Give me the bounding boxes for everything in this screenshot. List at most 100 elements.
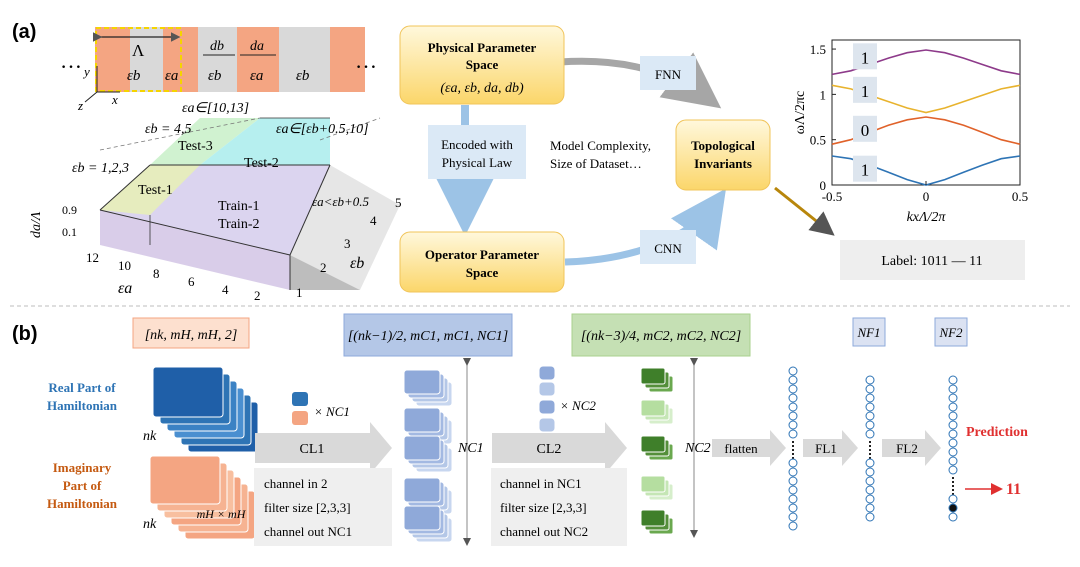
shape-in-box (132, 317, 250, 349)
imag-part-line-2: Part of (63, 478, 102, 493)
cl1-param-1: filter size [2,3,3] (264, 500, 351, 515)
encode-line-2: Physical Law (442, 155, 513, 170)
db-label: db (210, 39, 224, 54)
cl2-kernel (538, 417, 556, 433)
eb-axis-ticks: 1 2 3 4 5 (296, 195, 402, 300)
neuron (788, 503, 798, 513)
neuron (788, 411, 798, 421)
eb-tick-3: 3 (344, 236, 351, 251)
y-tick-label: 1.5 (810, 42, 826, 57)
cl2-feature-map (640, 435, 666, 453)
encode-line-1: Encoded with (441, 137, 513, 152)
prediction-value: 11 (1006, 481, 1021, 498)
neuron (788, 458, 798, 468)
nc1-label: NC1 (457, 441, 484, 456)
ea-tick-2: 2 (254, 288, 261, 303)
cl2-param-0: channel in NC1 (500, 476, 582, 491)
panel-a-tag: (a) (12, 21, 36, 43)
physical-space-line-1: Physical Parameter (428, 40, 537, 55)
band-label: 1 (861, 82, 870, 101)
cl2-feature-map (640, 367, 666, 385)
operator-space-line-2: Space (466, 265, 499, 280)
nc2-label: NC2 (684, 441, 711, 456)
label-arrow (774, 186, 835, 236)
chart-xlabel: kxΛ/2π (907, 210, 947, 225)
neuron (865, 411, 875, 421)
shape-cl2-box (571, 313, 751, 357)
neuron (788, 512, 798, 522)
neuron (865, 458, 875, 468)
lambda-label: Λ (132, 41, 145, 60)
neuron (788, 485, 798, 495)
fnn-box (640, 56, 696, 90)
eb-axis-label: εb (350, 255, 364, 272)
x-tick-label: 0 (923, 189, 930, 204)
cnn-label: CNN (654, 241, 682, 256)
lattice-strip (92, 27, 365, 92)
nf2-label: NF2 (938, 325, 963, 340)
imag-part-line-1: Imaginary (53, 460, 112, 475)
kernel-blue (292, 392, 308, 406)
cl1-feature-map (403, 505, 441, 531)
cl2-params-box (491, 468, 627, 546)
neuron (948, 465, 958, 475)
ellipsis-left: … (60, 48, 82, 73)
da-tick-0: 0.9 (62, 203, 77, 217)
imag-layer (149, 455, 221, 505)
shape-cl2-label: [(nk−3)/4, mC2, mC2, NC2] (581, 329, 741, 344)
neuron (865, 420, 875, 430)
eps-b-cell-3: εb (296, 68, 310, 84)
cl2-kernel (538, 365, 556, 381)
physical-space-line-2: Space (466, 57, 499, 72)
real-layer (152, 366, 224, 418)
ea-tick-10: 10 (118, 258, 131, 273)
cl2-kernel-stack (538, 365, 556, 433)
nk-imag-label: nk (143, 517, 157, 532)
cl1-param-2: channel out NC1 (264, 524, 352, 539)
shape-in-label: [nk, mH, mH, 2] (145, 328, 238, 343)
neuron (948, 411, 958, 421)
band-label-box (853, 155, 877, 182)
flatten-arrow (712, 430, 786, 466)
y-tick-label: 0.5 (810, 133, 826, 148)
ea-tick-4: 4 (222, 282, 229, 297)
neuron (788, 476, 798, 486)
times-nc2: × NC2 (560, 398, 596, 413)
nk-real-label: nk (143, 429, 157, 444)
eb-tick-2: 2 (320, 260, 327, 275)
cl2-param-2: channel out NC2 (500, 524, 588, 539)
real-input-stack (152, 366, 259, 453)
neuron (865, 485, 875, 495)
da-axis-label: da/Λ (29, 211, 44, 238)
neuron (948, 503, 958, 513)
fl2-label: FL2 (896, 441, 918, 456)
imag-part-line-3: Hamiltonian (47, 496, 118, 511)
shape-cl1-label: [(nk−1)/2, mC1, mC1, NC1] (348, 329, 508, 344)
neuron (865, 512, 875, 522)
neuron (865, 467, 875, 477)
real-part-line-2: Hamiltonian (47, 398, 118, 413)
neuron (948, 438, 958, 448)
ellipsis-right: … (355, 48, 377, 73)
cl1-params-box (254, 468, 392, 546)
eps-b-45: εb = 4,5 (145, 122, 191, 137)
ea-axis-ticks: 12 10 8 6 4 2 (86, 250, 261, 303)
ea-tick-12: 12 (86, 250, 99, 265)
train-2-label: Train-2 (218, 217, 260, 232)
axis-z-label: z (77, 98, 83, 113)
cl2-feature-map (640, 509, 666, 527)
eps-b-cell-1: εb (127, 68, 141, 84)
train-1-label: Train-1 (218, 199, 260, 214)
eps-a-range-1: εa∈[10,13] (182, 101, 249, 116)
y-tick-label: 0 (820, 178, 827, 193)
cl1-feature-map (403, 369, 441, 395)
label-box (840, 240, 1025, 280)
neuron (948, 447, 958, 457)
complexity-line-1: Model Complexity, (550, 138, 651, 153)
neuron (788, 393, 798, 403)
neuron (865, 476, 875, 486)
neuron (948, 393, 958, 403)
neuron (788, 402, 798, 412)
encode-box (428, 125, 526, 179)
